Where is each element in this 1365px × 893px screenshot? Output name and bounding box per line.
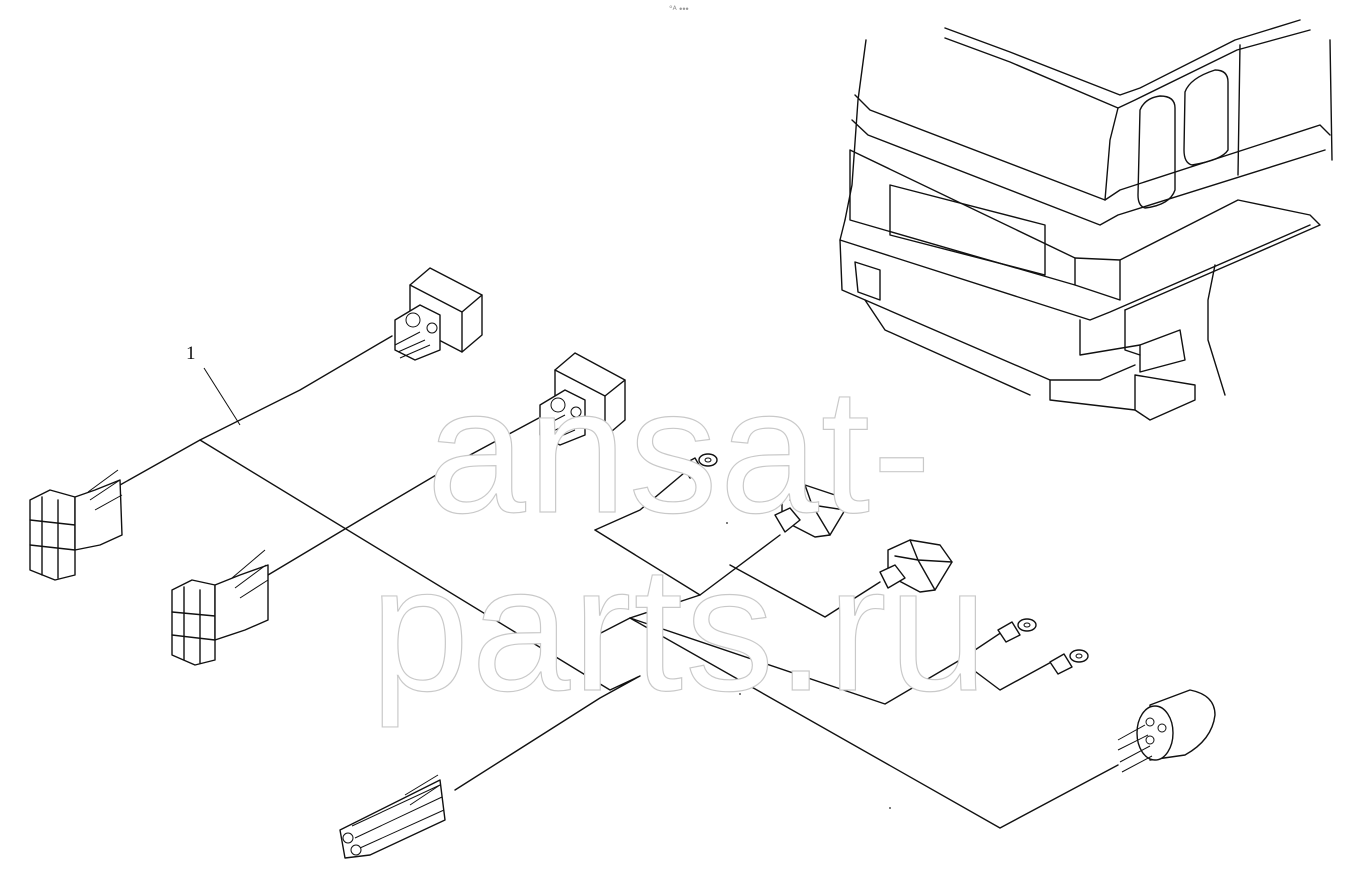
two-pin-connector-b (879, 539, 953, 593)
relay-connector-upper (394, 267, 483, 361)
top-marker: °ᴬ ••• (669, 4, 689, 14)
speck (889, 807, 891, 809)
part-callout-number: 1 (186, 343, 196, 364)
cab-outline (839, 19, 1333, 421)
plug-connector-9pin-left (29, 469, 123, 581)
ring-terminal-1 (681, 453, 718, 479)
speck (739, 693, 741, 695)
plug-connector-9pin-center (171, 549, 269, 666)
ring-terminal-3 (1049, 649, 1089, 675)
round-multipin-connector (1117, 689, 1216, 773)
relay-connector-middle (539, 352, 626, 446)
main-harness-wire (119, 335, 1119, 829)
ring-terminal-2 (997, 618, 1037, 643)
two-pin-connector-a (774, 484, 846, 538)
speck (726, 522, 728, 524)
bullet-connector-bottom (339, 774, 446, 859)
